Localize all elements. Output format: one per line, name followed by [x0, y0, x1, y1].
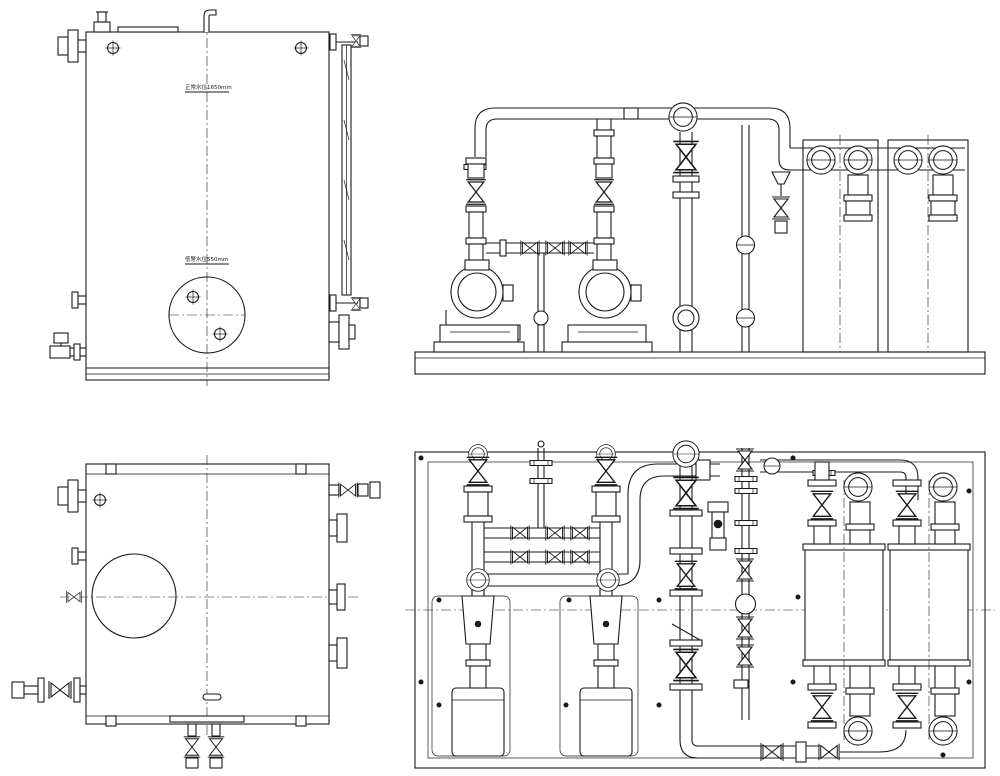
normal-level-label: 正常水位1650mm — [185, 83, 232, 91]
tank-front-view: 正常水位1650mm 低警水位550mm — [49, 9, 369, 386]
equipment-top-view — [405, 440, 995, 769]
equipment-front-view — [414, 102, 986, 375]
low-level-label: 低警水位550mm — [185, 255, 228, 263]
tank-top-view — [11, 455, 381, 769]
